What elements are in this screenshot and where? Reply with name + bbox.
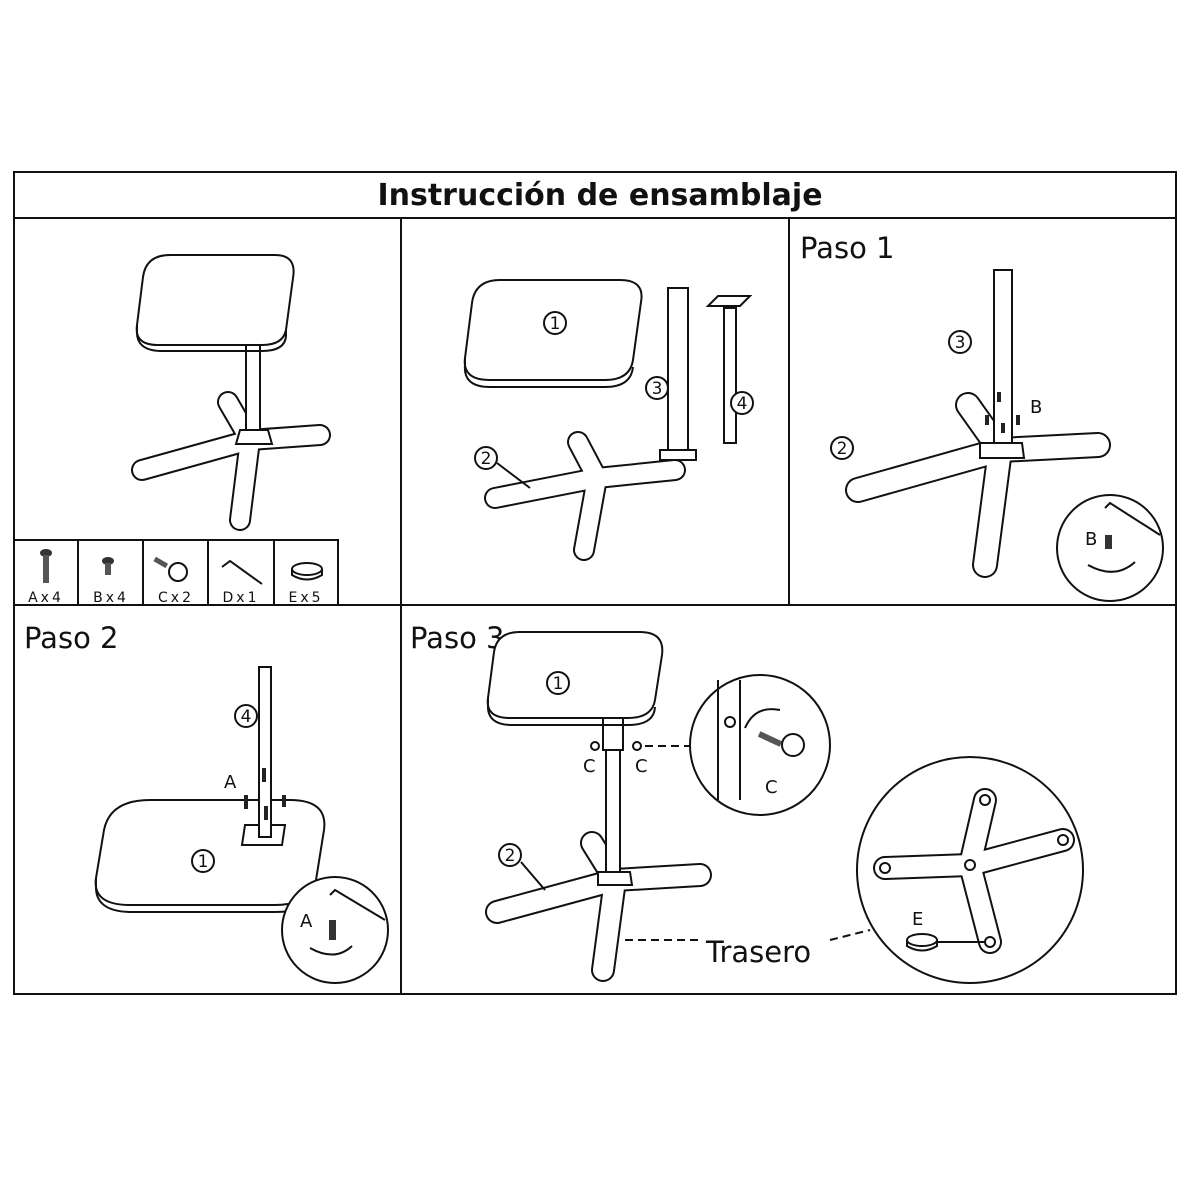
step2-label-4: 4 [241,707,252,727]
label-component-2: 2 [481,449,492,469]
step3-illustration: 1 2 C C C Trasero E [485,631,1084,984]
short-screw-icon [102,557,114,575]
star-knob-icon [153,556,188,582]
step3-label-1: 1 [553,674,564,694]
step3-rear-label: Trasero [705,935,811,969]
part-label-d: Dx1 [223,590,260,606]
step1-title: Paso 1 [800,231,894,265]
step2-title: Paso 2 [24,621,118,655]
step2-label-1: 1 [198,852,209,872]
part-label-b: Bx4 [93,590,129,606]
step1-label-3: 3 [955,333,966,353]
label-component-4: 4 [737,394,748,414]
step3-knob-detail-circle [689,674,831,816]
page-title: Instrucción de ensamblaje [377,178,822,213]
step2-detail-label: A [300,911,313,932]
step3-knob-label-left: C [583,756,596,777]
part-label-c: Cx2 [158,590,194,606]
step1-label-2: 2 [837,439,848,459]
step3-knob-label-right: C [635,756,648,777]
base-arms [131,391,331,531]
part-label-a: Ax4 [28,590,64,606]
step1-detail-label: B [1085,529,1097,550]
long-screw-icon [40,549,52,583]
allen-key-icon [221,559,263,585]
step2-screw-label: A [224,772,237,793]
step3-detail-label: C [765,777,778,798]
parts-list: Ax4 Bx4 Cx2 Dx1 Ex5 [13,539,339,606]
step3-pad-label: E [912,909,923,930]
step3-title: Paso 3 [410,621,504,655]
foot-pad-icon [291,562,323,581]
step3-label-2: 2 [505,846,516,866]
components-illustration: 1 2 3 4 [463,279,754,561]
step1-screw-label: B [1030,397,1042,418]
label-component-3: 3 [652,379,663,399]
label-component-1: 1 [550,314,561,334]
step2-illustration: 1 4 A A [94,666,389,984]
part-label-e: Ex5 [288,590,323,606]
assembled-table-illustration [131,254,331,531]
step1-illustration: 3 2 B B [830,269,1164,602]
